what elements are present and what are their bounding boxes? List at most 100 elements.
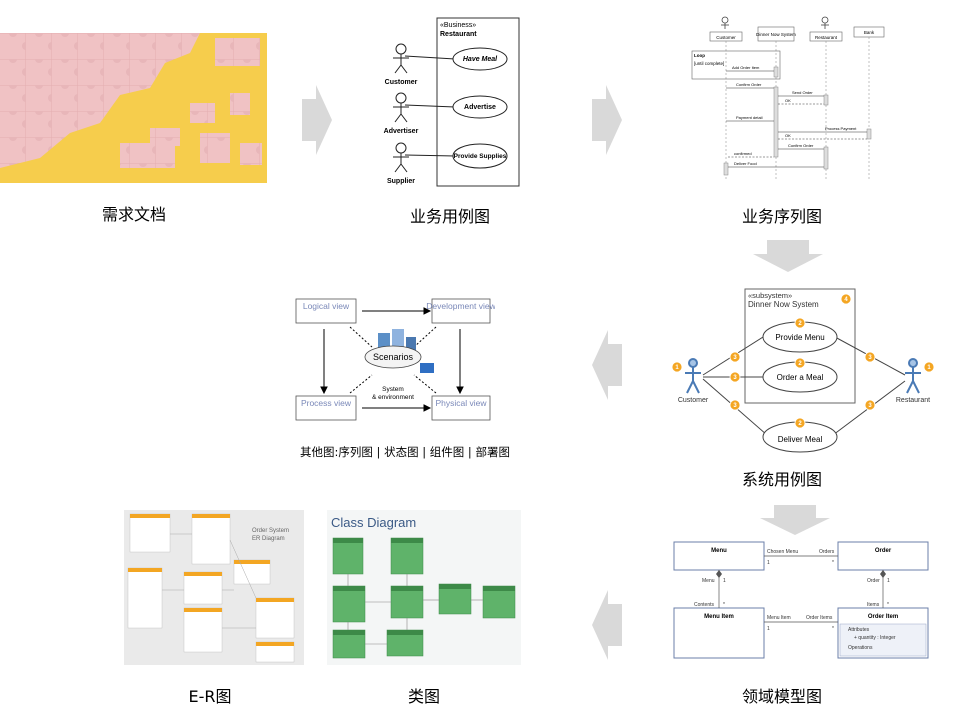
badge-usecase-2: 2 [798, 361, 802, 367]
assoc-chosen-menu: Chosen Menu [767, 549, 798, 555]
system-label: System [382, 386, 404, 393]
usecase-provide-supplies: Provide Supplies [454, 153, 507, 160]
mult-many: * [832, 560, 834, 566]
assoc-order-items: Order Items [806, 615, 833, 621]
msg-process-payment: Process Payment [825, 126, 857, 131]
class-caption: 类图 [407, 687, 440, 706]
domain-model-diagram: Menu Order Menu Item Order Item Chosen M… [672, 540, 932, 660]
physical-view-label: Physical view [435, 398, 487, 408]
arrow-left-icon [592, 590, 622, 660]
arrow-right-icon [302, 85, 332, 155]
msg-add-order-item: Add Order Item [732, 65, 760, 70]
actor-supplier: Supplier [387, 178, 415, 185]
system-usecase-diagram: «subsystem» Dinner Now System Provide Me… [665, 285, 945, 460]
actor-restaurant-label: Restaurant [896, 397, 930, 404]
assoc-items: Items [867, 602, 880, 608]
lifeline-bank: Bank [864, 30, 875, 35]
usecase-deliver-meal: Deliver Meal [778, 435, 823, 444]
business-usecase-diagram: «Business» Restaurant Customer Advertise… [375, 15, 525, 190]
puzzle-pieces [0, 33, 262, 168]
mult-many-b: * [723, 602, 725, 608]
actor-customer-label: Customer [678, 397, 709, 404]
mult-many-d: * [832, 626, 834, 632]
actor-icon [393, 43, 456, 173]
er-diagram: Order System ER Diagram [124, 510, 304, 665]
badge-assoc-5: 3 [868, 403, 872, 409]
mult-1-c: 1 [887, 578, 890, 584]
er-caption: E-R图 [188, 687, 232, 706]
business-stereotype: «Business» [440, 22, 476, 29]
subsystem-name: Dinner Now System [748, 300, 819, 309]
msg-confirmed: confirmed [734, 151, 752, 156]
usecase-have-meal: Have Meal [463, 56, 498, 63]
badge-usecase-3: 2 [798, 421, 802, 427]
development-view-label: Development view [426, 301, 495, 311]
mult-1: 1 [767, 560, 770, 566]
msg-ok-2: OK [785, 133, 791, 138]
mult-1-d: 1 [767, 626, 770, 632]
subsystem-stereotype: «subsystem» [748, 291, 792, 300]
attributes-label: Attributes [848, 627, 870, 633]
scenarios-label: Scenarios [373, 352, 414, 362]
actor-icon [685, 358, 921, 394]
er-title-2: ER Diagram [252, 536, 285, 542]
requirements-image [0, 33, 267, 183]
process-view-label: Process view [301, 398, 352, 408]
badge-assoc-4: 3 [868, 355, 872, 361]
logical-view-label: Logical view [303, 301, 350, 311]
badge-actor-1: 1 [675, 365, 679, 371]
other-diagrams-caption: 其他图:序列图 | 状态图 | 组件图 | 部署图 [300, 445, 510, 459]
business-sequence-diagram: Customer Dinner Now System Restaurant Ba… [680, 15, 890, 185]
arrow-down-icon [760, 505, 830, 535]
arrow-left-icon [592, 330, 622, 400]
loop-guard: [until complete] [694, 61, 724, 66]
usecase-advertise: Advertise [464, 104, 496, 111]
assoc-orders: Orders [819, 549, 835, 555]
msg-send-order: Send Order [792, 90, 813, 95]
assoc-menu: Menu [702, 578, 715, 584]
loop-label: Loop [694, 53, 705, 58]
msg-payment-detail: Payment detail [736, 115, 763, 120]
class-menu-item: Menu Item [704, 614, 734, 620]
msg-confirm-order: Confirm Order [736, 82, 762, 87]
system-usecase-caption: 系统用例图 [741, 470, 822, 489]
mult-many-c: * [887, 602, 889, 608]
msg-confirm-order-2: Confirm Order [788, 143, 814, 148]
usecase-order-meal: Order a Meal [777, 373, 824, 382]
msg-deliver-food: Deliver Food [734, 161, 757, 166]
domain-model-caption: 领域模型图 [741, 687, 822, 706]
msg-ok: OK [785, 98, 791, 103]
mult-1-b: 1 [723, 578, 726, 584]
usecase-provide-menu: Provide Menu [775, 333, 824, 342]
arrow-right-icon [592, 85, 622, 155]
requirements-caption: 需求文档 [101, 205, 166, 224]
badge-icon [671, 293, 935, 429]
business-usecase-caption: 业务用例图 [409, 207, 490, 226]
operations-label: Operations [848, 645, 873, 651]
class-order-item: Order Item [868, 614, 898, 620]
environment-label: & environment [372, 394, 414, 401]
actor-advertiser: Advertiser [384, 128, 419, 135]
actor-customer: Customer [385, 79, 418, 86]
arrow-down-icon [753, 240, 823, 272]
class-diagram: Class Diagram [327, 510, 521, 665]
lifeline-customer: Customer [716, 35, 736, 40]
attribute-quantity: + quantity : Integer [854, 635, 896, 641]
badge-assoc-2: 3 [733, 375, 737, 381]
badge-system: 4 [844, 297, 848, 303]
badge-assoc-1: 3 [733, 355, 737, 361]
assoc-order: Order [867, 578, 880, 584]
badge-usecase-1: 2 [798, 321, 802, 327]
class-menu: Menu [711, 548, 727, 554]
views-4plus1-diagram: Logical view Development view Process vi… [290, 295, 495, 425]
business-system-name: Restaurant [440, 31, 477, 38]
assoc-menu-item: Menu Item [767, 615, 791, 621]
class-order: Order [875, 548, 892, 554]
lifeline-restaurant: Restaurant [815, 35, 838, 40]
assoc-contents: Contents [694, 602, 715, 608]
badge-actor-2: 1 [927, 365, 931, 371]
business-sequence-caption: 业务序列图 [741, 207, 822, 226]
er-title-1: Order System [252, 528, 289, 534]
class-diagram-title: Class Diagram [331, 515, 416, 530]
badge-assoc-3: 3 [733, 403, 737, 409]
